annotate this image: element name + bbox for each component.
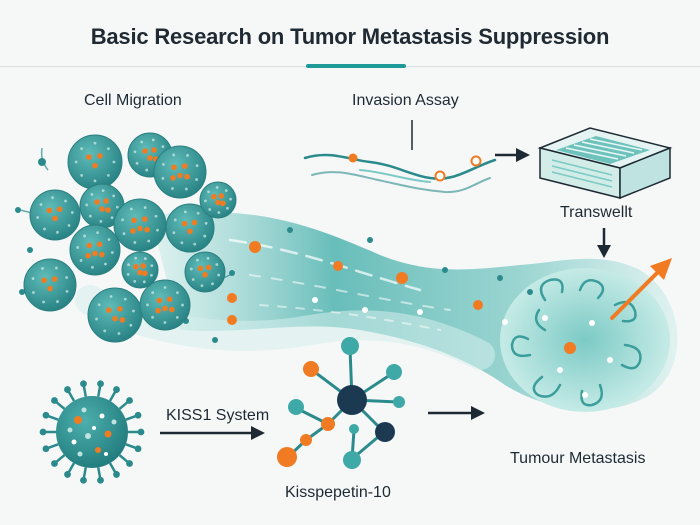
- label-tumour-metastasis: Tumour Metastasis: [510, 450, 646, 467]
- tumor-cell: [23, 258, 77, 312]
- arrow-down-to-metastasis: [597, 228, 611, 258]
- invasion-assay-wave: [303, 120, 497, 194]
- tumor-cell: [184, 251, 226, 293]
- diagram-title: Basic Research on Tumor Metastasis Suppr…: [90, 24, 610, 49]
- tumor-cell: [67, 134, 123, 190]
- tumor-cell: [153, 145, 207, 199]
- arrow-to-tumour-metastasis: [428, 406, 485, 420]
- arrow-to-transwell: [495, 148, 530, 162]
- tumor-cell: [121, 251, 159, 289]
- label-invasion-assay: Invasion Assay: [352, 92, 459, 109]
- tumor-cell: [29, 189, 81, 241]
- escape-arrow: [610, 258, 672, 320]
- kiss1-virus-icon: [39, 380, 145, 484]
- label-kiss1-system: KISS1 System: [166, 407, 270, 424]
- title-accent-bar: [306, 64, 406, 68]
- tumor-cell: [69, 224, 121, 276]
- kisspeptin-molecule: [277, 337, 405, 469]
- tumor-cell: [199, 181, 237, 219]
- tumor-cell: [165, 203, 215, 253]
- label-cell-migration: Cell Migration: [84, 92, 182, 109]
- metastasis-site: [500, 268, 670, 412]
- cell-cluster: [15, 132, 237, 343]
- tumor-cell: [113, 198, 167, 252]
- label-kisspeptin: Kisspepetin-10: [285, 484, 391, 501]
- label-transwell: Transwellt: [560, 204, 633, 221]
- tumor-cell: [87, 287, 143, 343]
- stream-particles: [227, 227, 533, 325]
- transwell-device: [537, 127, 673, 200]
- tumor-cell: [139, 279, 191, 331]
- arrow-to-kisspeptin: [160, 426, 265, 440]
